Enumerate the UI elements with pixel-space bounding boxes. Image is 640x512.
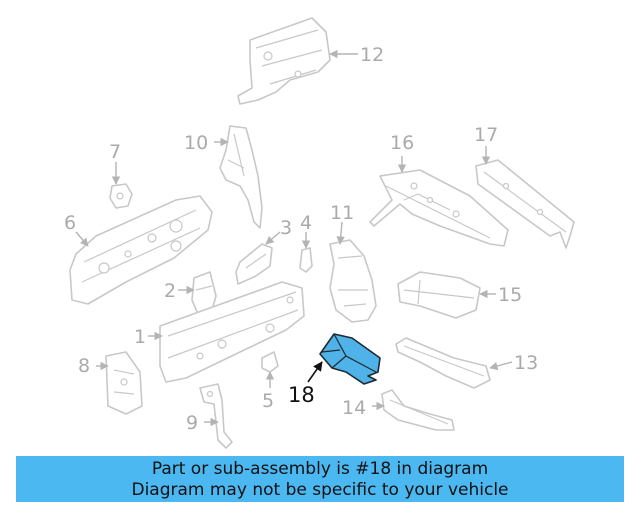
part-1[interactable]	[159, 281, 305, 383]
part-14[interactable]	[381, 389, 455, 431]
part-9[interactable]	[199, 383, 233, 449]
label-18: 18	[288, 383, 315, 407]
part-12[interactable]	[237, 17, 331, 105]
part-11[interactable]	[329, 239, 377, 323]
label-16: 16	[390, 132, 414, 154]
label-14: 14	[342, 397, 366, 419]
label-12: 12	[360, 44, 384, 66]
leader-11	[336, 221, 345, 245]
label-15: 15	[498, 284, 522, 306]
label-10: 10	[184, 132, 208, 154]
part-5[interactable]	[261, 351, 279, 373]
label-5: 5	[262, 390, 274, 412]
leader-18	[307, 361, 323, 383]
part-16[interactable]	[369, 169, 509, 247]
label-2: 2	[164, 280, 176, 302]
label-7: 7	[109, 141, 121, 163]
part-13[interactable]	[395, 337, 491, 389]
leader-6	[75, 231, 89, 247]
leader-13	[489, 361, 513, 371]
label-17: 17	[474, 124, 498, 146]
label-6: 6	[64, 212, 76, 234]
parts-diagram: 12 10 7 16 17 6 3	[64, 17, 575, 449]
part-4[interactable]	[299, 247, 313, 273]
label-1: 1	[134, 326, 146, 348]
label-3: 3	[280, 217, 292, 239]
label-4: 4	[300, 212, 312, 234]
part-8[interactable]	[105, 351, 143, 415]
part-10[interactable]	[219, 125, 263, 229]
part-3[interactable]	[235, 243, 273, 285]
leader-3	[265, 231, 281, 245]
banner-line-1: Part or sub-assembly is #18 in diagram	[151, 459, 489, 479]
part-6[interactable]	[69, 195, 213, 305]
label-13: 13	[514, 352, 538, 374]
part-7[interactable]	[109, 183, 133, 209]
part-17[interactable]	[475, 159, 575, 249]
info-banner: Part or sub-assembly is #18 in diagram D…	[16, 456, 624, 502]
part-18[interactable]	[319, 333, 381, 385]
part-15[interactable]	[397, 271, 481, 319]
label-9: 9	[186, 412, 198, 434]
banner-line-2: Diagram may not be specific to your vehi…	[131, 480, 509, 500]
label-8: 8	[78, 355, 90, 377]
label-11: 11	[330, 202, 354, 224]
